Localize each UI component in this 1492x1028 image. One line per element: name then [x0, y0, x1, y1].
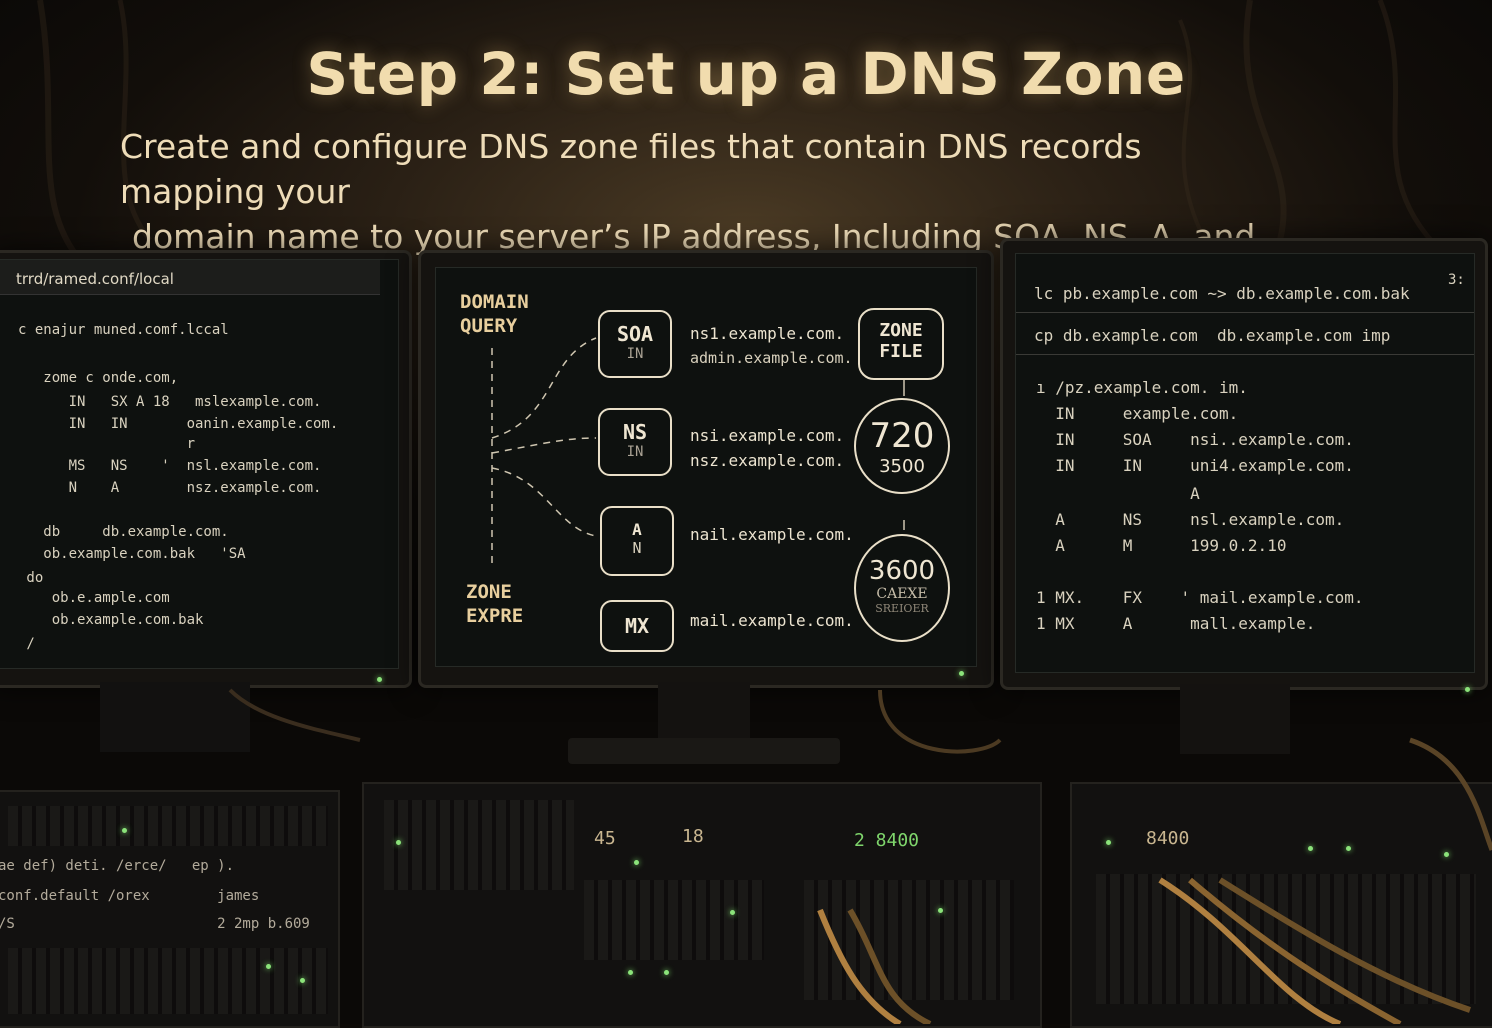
left-code-line: r — [18, 436, 196, 452]
right-rack-led-4 — [1444, 852, 1449, 857]
right-monitor: lc pb.example.com ~> db.example.com.bak … — [1000, 238, 1488, 692]
left-code-line: do — [18, 570, 44, 586]
zone-file-box: ZONE FILE — [858, 308, 944, 380]
right-code-line: 1 MX. FX ' mail.example.com. — [1036, 588, 1364, 607]
left-rack-line-2: conf.default /orex james — [0, 888, 260, 904]
right-cmd-2: cp db.example.com db.example.com imp — [1034, 326, 1391, 345]
center-rack-vent-1 — [384, 800, 574, 890]
left-tab-title: trrd/ramed.conf/local — [16, 270, 174, 288]
right-code-line: A M 199.0.2.10 — [1036, 536, 1287, 555]
left-code-line: ob.example.com.bak 'SA — [18, 546, 246, 562]
left-rack-vent-top — [8, 806, 328, 846]
center-rack-led-5 — [664, 970, 669, 975]
left-server-rack: ae def) deti. /erce/ ep ). conf.default … — [0, 790, 340, 1028]
right-code-line: IN example.com. — [1036, 404, 1239, 423]
left-code-line: IN IN oanin.example.com. — [18, 416, 339, 432]
record-node-mx: MX — [600, 600, 674, 652]
center-rack-vent-2 — [584, 880, 764, 960]
left-code-line: MS NS ' nsl.example.com. — [18, 458, 322, 474]
ns-value-1: nsi.example.com. — [690, 426, 845, 445]
left-tab-bar — [0, 260, 380, 295]
right-corner-label: 3: — [1448, 272, 1465, 288]
center-rack-led-3 — [730, 910, 735, 915]
left-code-line: / — [18, 636, 35, 652]
mx-value-1: mail.example.com. — [690, 611, 854, 630]
center-monitor-base — [568, 738, 840, 764]
zone-expre-label: ZONE EXPRE — [466, 581, 524, 627]
center-rack-led-6 — [938, 908, 943, 913]
record-node-a: A N — [600, 506, 674, 576]
right-monitor-screen: lc pb.example.com ~> db.example.com.bak … — [1015, 253, 1475, 673]
record-node-soa: SOA IN — [598, 310, 672, 378]
center-rack-readout-2: 18 — [682, 826, 704, 847]
center-monitor: DOMAIN QUERY ZONE EXPRE SOA IN NS IN A N… — [418, 250, 994, 688]
left-code-line: ob.e.ample.com — [18, 590, 170, 606]
right-divider-2 — [1016, 354, 1474, 355]
right-rack-led-2 — [1308, 846, 1313, 851]
left-code-line: IN SX A 18 mslexample.com. — [18, 394, 322, 410]
right-code-line: IN SOA nsi..example.com. — [1036, 430, 1354, 449]
left-rack-led-3 — [300, 978, 305, 983]
domain-query-label: DOMAIN QUERY — [460, 291, 529, 337]
page-subtitle: Create and configure DNS zone files that… — [120, 124, 1280, 304]
right-power-led — [1465, 687, 1470, 692]
center-monitor-screen: DOMAIN QUERY ZONE EXPRE SOA IN NS IN A N… — [435, 267, 977, 667]
right-server-rack: 8400 — [1070, 782, 1492, 1028]
left-code-line: c enajur muned.comf.lccal — [18, 322, 229, 338]
center-server-rack: 45 18 2 8400 — [362, 782, 1042, 1028]
right-code-line: A — [1036, 484, 1200, 503]
left-monitor-screen: trrd/ramed.conf/local c enajur muned.com… — [0, 259, 399, 669]
left-rack-line-3: /S 2 2mp b.609 — [0, 916, 310, 932]
subtitle-line-1: Create and configure DNS zone files that… — [120, 127, 1142, 211]
center-rack-led-4 — [628, 970, 633, 975]
right-cmd-1: lc pb.example.com ~> db.example.com.bak — [1034, 284, 1410, 303]
left-code-line: N A nsz.example.com. — [18, 480, 322, 496]
record-node-ns: NS IN — [598, 408, 672, 476]
center-rack-readout-1: 45 — [594, 828, 616, 849]
left-power-led — [377, 677, 382, 682]
a-value-1: nail.example.com. — [690, 525, 854, 544]
right-code-line: 1 MX A mall.example. — [1036, 614, 1316, 633]
page-title: Step 2: Set up a DNS Zone — [306, 40, 1186, 108]
center-power-led — [959, 671, 964, 676]
right-monitor-stand — [1180, 684, 1290, 754]
right-rack-readout: 8400 — [1146, 828, 1190, 849]
left-rack-led-1 — [122, 828, 127, 833]
center-monitor-stand — [658, 682, 750, 742]
soa-value-2: admin.example.com. — [690, 349, 853, 367]
right-rack-led-1 — [1106, 840, 1111, 845]
left-rack-vent-bottom — [8, 948, 328, 1014]
left-code-line: db db.example.com. — [18, 524, 229, 540]
right-code-line: ı /pz.example.com. im. — [1036, 378, 1248, 397]
left-code-line: ob.example.com.bak — [18, 612, 204, 628]
right-code-line: IN IN uni4.example.com. — [1036, 456, 1354, 475]
ttl-circle-720: 720 3500 — [854, 398, 950, 494]
ns-value-2: nsz.example.com. — [690, 451, 845, 470]
ttl-circle-3600: 3600 CAEXE SREIOER — [854, 534, 950, 642]
center-rack-readout-3: 2 8400 — [854, 830, 920, 851]
center-rack-vent-3 — [804, 880, 1014, 1000]
right-rack-vent-1 — [1096, 874, 1476, 1004]
center-rack-led-2 — [634, 860, 639, 865]
center-rack-led-1 — [396, 840, 401, 845]
left-rack-line-1: ae def) deti. /erce/ ep ). — [0, 858, 235, 874]
right-code-line: A NS nsl.example.com. — [1036, 510, 1345, 529]
right-rack-led-3 — [1346, 846, 1351, 851]
query-flow-lines — [491, 337, 905, 568]
soa-value-1: ns1.example.com. — [690, 324, 845, 343]
left-monitor: trrd/ramed.conf/local c enajur muned.com… — [0, 250, 412, 688]
left-rack-led-2 — [266, 964, 271, 969]
left-code-line: zome c onde.com, — [18, 370, 179, 386]
right-divider-1 — [1016, 312, 1474, 313]
left-monitor-stand — [100, 682, 250, 752]
